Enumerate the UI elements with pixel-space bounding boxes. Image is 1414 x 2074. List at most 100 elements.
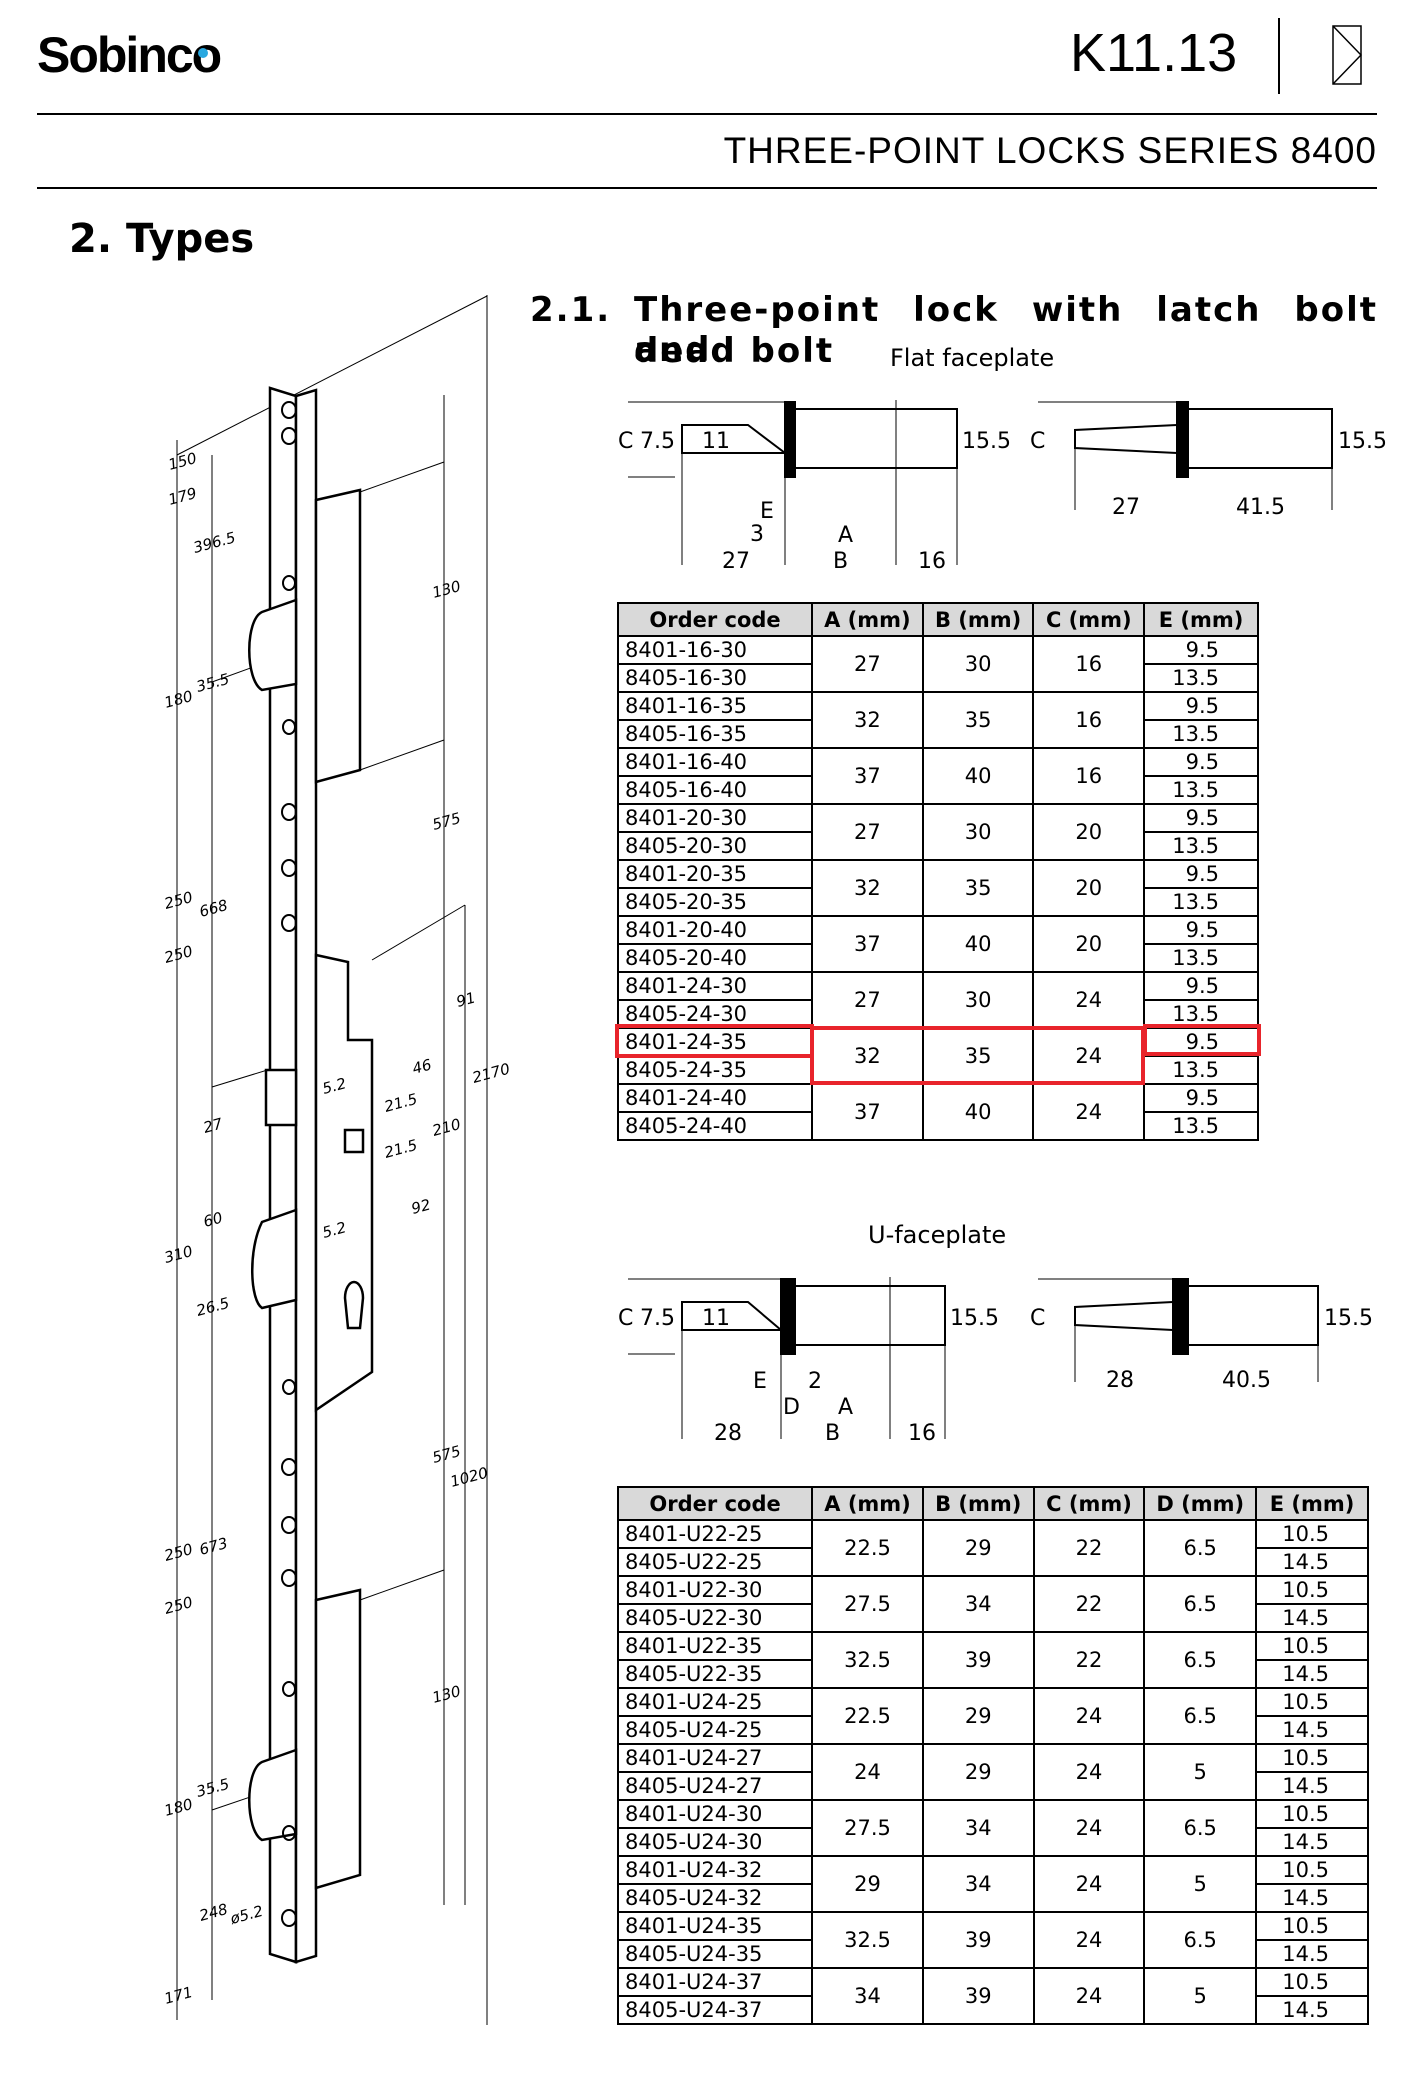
dim-15-5: 15.5 — [1324, 1306, 1373, 1331]
highlight-dimensions — [810, 1026, 1145, 1085]
value-cell: 22.5 — [811, 1687, 924, 1745]
value-cell: 24 — [1032, 1743, 1146, 1801]
order-code-cell: 8405-U24-37 — [616, 1995, 814, 2025]
value-cell: 27 — [811, 635, 924, 693]
dim-c: C — [1030, 429, 1045, 454]
order-code-cell: 8401-20-40 — [616, 915, 814, 945]
order-code-cell: 8405-U22-30 — [616, 1603, 814, 1633]
order-code-cell: 8405-24-35 — [616, 1055, 814, 1085]
dim-15-5: 15.5 — [962, 429, 1011, 454]
column-header: B (mm) — [921, 1486, 1035, 1521]
dim-a: A — [838, 523, 853, 548]
order-code-cell: 8405-U24-25 — [616, 1715, 814, 1745]
value-cell: 5 — [1143, 1967, 1258, 2025]
dim-a: A — [838, 1395, 853, 1420]
order-code-cell: 8405-16-35 — [616, 719, 814, 749]
value-cell: 13.5 — [1143, 775, 1259, 805]
value-cell: 14.5 — [1255, 1715, 1369, 1745]
value-cell: 13.5 — [1143, 719, 1259, 749]
dim-e: E — [760, 499, 774, 524]
value-cell: 24 — [1032, 1027, 1146, 1085]
value-cell: 34 — [921, 1575, 1035, 1633]
value-cell: 20 — [1032, 915, 1146, 973]
value-cell: 29 — [921, 1519, 1035, 1577]
dim-11: 11 — [702, 429, 730, 454]
subsection-title-line1: Three-point lock with latch bolt and — [634, 290, 1378, 370]
dim-28: 28 — [714, 1421, 742, 1446]
flat-faceplate-label: Flat faceplate — [890, 344, 1055, 372]
brand-name: Sobinco — [37, 27, 222, 83]
value-cell: 16 — [1032, 691, 1146, 749]
value-cell: 32.5 — [811, 1631, 924, 1689]
dim-27: 27 — [722, 549, 750, 574]
dim-3: 3 — [750, 522, 764, 547]
value-cell: 13.5 — [1143, 1111, 1259, 1141]
column-header: C (mm) — [1032, 1486, 1146, 1521]
value-cell: 37 — [811, 747, 924, 805]
value-cell: 14.5 — [1255, 1883, 1369, 1913]
value-cell: 37 — [811, 1083, 924, 1141]
value-cell: 5 — [1143, 1855, 1258, 1913]
value-cell: 27.5 — [811, 1799, 924, 1857]
order-code-cell: 8401-16-30 — [616, 635, 814, 665]
table-row: 8405-U24-35 14.5 — [616, 1939, 1369, 1969]
dim-label: 5.2 — [320, 1218, 348, 1242]
order-code-cell: 8405-24-40 — [616, 1111, 814, 1141]
value-cell: 10.5 — [1255, 1967, 1369, 1997]
value-cell: 29 — [811, 1855, 924, 1913]
highlight-e-value — [1143, 1024, 1261, 1056]
value-cell: 30 — [921, 803, 1035, 861]
value-cell: 10.5 — [1255, 1687, 1369, 1717]
value-cell: 35 — [921, 859, 1035, 917]
value-cell: 14.5 — [1255, 1995, 1369, 2025]
value-cell: 13.5 — [1143, 943, 1259, 973]
value-cell: 10.5 — [1255, 1855, 1369, 1885]
value-cell: 14.5 — [1255, 1827, 1369, 1857]
sobinco-logo: Sobinco — [37, 26, 222, 84]
value-cell: 6.5 — [1143, 1575, 1258, 1633]
column-header: D (mm) — [1143, 1486, 1258, 1521]
value-cell: 16 — [1032, 635, 1146, 693]
value-cell: 24 — [811, 1743, 924, 1801]
table-row: 8405-U24-30 14.5 — [616, 1827, 1369, 1857]
order-code-cell: 8401-U22-30 — [616, 1575, 814, 1605]
value-cell: 16 — [1032, 747, 1146, 805]
order-code-cell: 8401-20-30 — [616, 803, 814, 833]
column-header: B (mm) — [921, 602, 1035, 637]
table-row: 8405-U24-25 14.5 — [616, 1715, 1369, 1745]
dim-28: 28 — [1106, 1368, 1134, 1393]
dim-c: C — [1030, 1306, 1045, 1331]
value-cell: 24 — [1032, 1911, 1146, 1969]
column-header: A (mm) — [811, 1486, 924, 1521]
dim-7-5: 7.5 — [640, 429, 675, 454]
value-cell: 40 — [921, 915, 1035, 973]
value-cell: 13.5 — [1143, 831, 1259, 861]
dim-16: 16 — [908, 1421, 936, 1446]
dim-label: 27 — [201, 1114, 225, 1136]
value-cell: 9.5 — [1143, 691, 1259, 721]
dim-label: 92 — [409, 1196, 432, 1218]
dim-27: 27 — [1112, 495, 1140, 520]
column-header: E (mm) — [1143, 602, 1259, 637]
value-cell: 40 — [921, 747, 1035, 805]
order-code-cell: 8405-U24-35 — [616, 1939, 814, 1969]
order-code-cell: 8405-U24-30 — [616, 1827, 814, 1857]
value-cell: 14.5 — [1255, 1939, 1369, 1969]
dim-label: 60 — [201, 1209, 224, 1231]
order-code-cell: 8405-20-35 — [616, 887, 814, 917]
value-cell: 20 — [1032, 803, 1146, 861]
dim-15-5: 15.5 — [950, 1306, 999, 1331]
chevron-right-icon[interactable] — [1332, 25, 1362, 85]
value-cell: 9.5 — [1143, 915, 1259, 945]
